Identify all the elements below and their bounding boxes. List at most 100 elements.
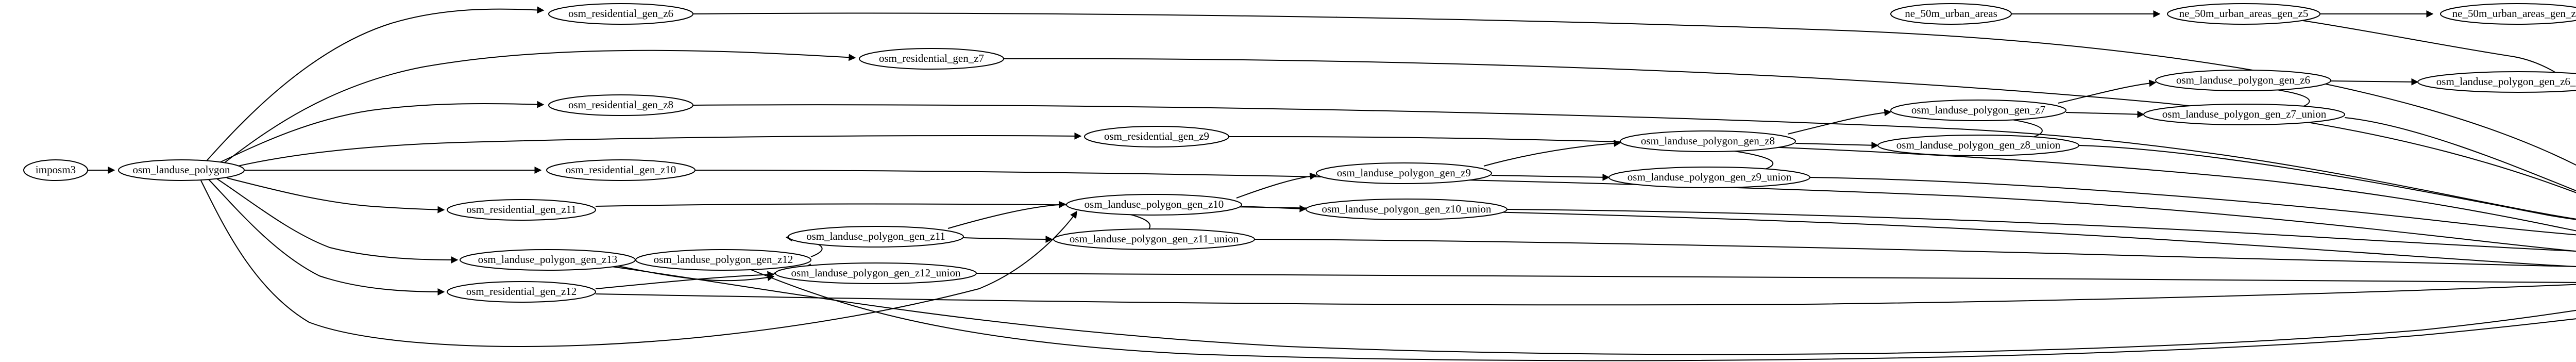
node-ellipse: [859, 48, 1004, 70]
edge-osm_landuse_polygon-to-osm_residential_gen_z9: [238, 132, 1082, 167]
node-label: osm_residential_gen_z7: [879, 52, 984, 64]
edge-osm_landuse_polygon_gen_z13-to-legend.z13: [607, 266, 2576, 355]
edge-osm_landuse_polygon_gen_z6-to-osm_landuse_polygon_gen_z6_union: [2330, 78, 2419, 86]
node-label: osm_residential_gen_z8: [568, 98, 673, 111]
node-ellipse: [548, 94, 693, 116]
node-osm_landuse_polygon_gen_z9_union[interactable]: osm_landuse_polygon_gen_z9_union: [1608, 167, 1810, 188]
node-label: osm_landuse_polygon_gen_z9_union: [1628, 171, 1792, 183]
node-ne_50m_urban_areas_gen_z5[interactable]: ne_50m_urban_areas_gen_z5: [2167, 3, 2320, 25]
node-label: osm_landuse_polygon_gen_z9: [1337, 167, 1471, 179]
node-ne_50m_urban_areas_gen_z4[interactable]: ne_50m_urban_areas_gen_z4: [2440, 3, 2576, 25]
node-ellipse: [1306, 199, 1507, 220]
node-osm_landuse_polygon_gen_z12_union[interactable]: osm_landuse_polygon_gen_z12_union: [775, 262, 977, 284]
node-ellipse: [1890, 100, 2066, 121]
node-label: osm_landuse_polygon_gen_z12: [654, 253, 793, 266]
node-ellipse: [1608, 167, 1810, 188]
edge-osm_landuse_polygon_gen_z9-to-osm_landuse_polygon_gen_z9_union: [1491, 173, 1610, 181]
edge-osm_residential_gen_z7-to-legend.z7: [1003, 58, 2576, 193]
edge-osm_landuse_polygon_gen_z10_union-to-legend.z10: [1506, 209, 2576, 252]
node-label: osm_landuse_polygon_gen_z13: [478, 253, 618, 266]
node-osm_residential_gen_z6[interactable]: osm_residential_gen_z6: [548, 3, 693, 25]
edge-osm_landuse_polygon_gen_z11-to-osm_landuse_polygon_gen_z11_union: [963, 235, 1053, 243]
edge-osm_landuse_polygon_gen_z8-to-osm_landuse_polygon_gen_z7: [1787, 109, 1892, 135]
node-osm_residential_gen_z11[interactable]: osm_residential_gen_z11: [447, 199, 596, 221]
edge-osm_residential_gen_z9-to-legend.z9: [1228, 136, 2576, 232]
node-ellipse: [1877, 135, 2079, 156]
node-label: osm_landuse_polygon_gen_z6: [2176, 74, 2310, 86]
edge-osm_landuse_polygon_gen_z8_union-to-legend.z8: [2078, 145, 2576, 220]
node-ellipse: [546, 159, 696, 181]
node-osm_residential_gen_z10[interactable]: osm_residential_gen_z10: [546, 159, 696, 181]
node-label: osm_landuse_polygon_gen_z10: [1084, 198, 1224, 210]
edge-osm_landuse_polygon-to-osm_landuse_polygon_gen_z10: [200, 180, 1077, 347]
edge-osm_residential_gen_z12-to-osm_landuse_polygon_gen_z12_union: [595, 271, 775, 289]
node-ellipse: [2417, 71, 2576, 93]
node-osm_residential_gen_z8[interactable]: osm_residential_gen_z8: [548, 94, 693, 116]
node-osm_landuse_polygon_gen_z6_union[interactable]: osm_landuse_polygon_gen_z6_union: [2417, 71, 2576, 93]
edge-osm_landuse_polygon_gen_z7-to-osm_landuse_polygon_gen_z6: [2058, 79, 2157, 104]
node-label: osm_residential_gen_z9: [1104, 130, 1209, 142]
node-osm_landuse_polygon_gen_z10[interactable]: osm_landuse_polygon_gen_z10: [1066, 194, 1242, 216]
edge-osm_landuse_polygon_gen_z8-to-osm_landuse_polygon_gen_z8_union: [1795, 141, 1879, 149]
node-ellipse: [1620, 130, 1796, 152]
node-label: osm_residential_gen_z6: [568, 7, 673, 20]
node-ellipse: [2167, 3, 2320, 25]
node-label: ne_50m_urban_areas: [1905, 7, 1997, 20]
edge-osm_landuse_polygon_gen_z12_union-to-legend.z12: [976, 272, 2576, 283]
node-osm_landuse_polygon_gen_z9[interactable]: osm_landuse_polygon_gen_z9: [1316, 162, 1492, 184]
edge-osm_landuse_polygon_gen_z10-to-osm_landuse_polygon_gen_z10_union: [1241, 205, 1307, 212]
edge-osm_landuse_polygon-to-osm_residential_gen_z6: [206, 6, 545, 162]
node-ellipse: [1053, 228, 1255, 250]
edge-osm_landuse_polygon-to-osm_residential_gen_z12: [208, 179, 445, 295]
node-osm_landuse_polygon_gen_z8[interactable]: osm_landuse_polygon_gen_z8: [1620, 130, 1796, 152]
node-osm_landuse_polygon_gen_z11[interactable]: osm_landuse_polygon_gen_z11: [788, 226, 964, 248]
edge-osm_residential_gen_z8-to-legend.z8: [692, 104, 2576, 220]
node-label: osm_residential_gen_z10: [566, 163, 676, 176]
edge-osm_residential_gen_z12-to-legend.z12: [595, 284, 2576, 306]
node-ellipse: [635, 249, 811, 271]
node-osm_landuse_polygon[interactable]: osm_landuse_polygon: [118, 159, 245, 181]
node-ellipse: [23, 159, 88, 181]
node-label: osm_landuse_polygon_gen_z7: [1911, 104, 2045, 116]
node-osm_landuse_polygon_gen_z12[interactable]: osm_landuse_polygon_gen_z12: [635, 249, 811, 271]
node-osm_residential_gen_z12[interactable]: osm_residential_gen_z12: [447, 281, 596, 303]
node-ellipse: [775, 262, 977, 284]
node-osm_landuse_polygon_gen_z6[interactable]: osm_landuse_polygon_gen_z6: [2155, 70, 2331, 91]
node-label: osm_landuse_polygon_gen_z6_union: [2436, 75, 2576, 88]
node-osm_landuse_polygon_gen_z7_union[interactable]: osm_landuse_polygon_gen_z7_union: [2143, 104, 2345, 125]
edge-osm_landuse_polygon-to-osm_residential_gen_z11: [226, 177, 445, 213]
node-label: osm_landuse_polygon_gen_z11_union: [1070, 233, 1239, 245]
edge-osm_landuse_polygon_gen_z10-to-osm_landuse_polygon_gen_z9: [1236, 172, 1317, 199]
node-label: osm_landuse_polygon_gen_z8: [1641, 135, 1775, 147]
node-osm_landuse_polygon_gen_z11_union[interactable]: osm_landuse_polygon_gen_z11_union: [1053, 228, 1255, 250]
node-label: ne_50m_urban_areas_gen_z5: [2179, 7, 2309, 20]
node-osm_landuse_polygon_gen_z10_union[interactable]: osm_landuse_polygon_gen_z10_union: [1306, 199, 1507, 220]
node-label: osm_landuse_polygon_gen_z10_union: [1322, 203, 1492, 215]
edge-osm_landuse_polygon-to-osm_landuse_polygon_gen_z13: [216, 178, 459, 264]
edge-osm_landuse_polygon_gen_z7-to-osm_landuse_polygon_gen_z7_union: [2065, 110, 2145, 118]
node-ellipse: [2155, 70, 2331, 91]
node-osm_residential_gen_z9[interactable]: osm_residential_gen_z9: [1084, 126, 1229, 147]
edges-layer: [88, 6, 2576, 361]
node-ellipse: [447, 199, 596, 221]
node-label: ne_50m_urban_areas_gen_z4: [2452, 7, 2576, 20]
edge-osm_landuse_polygon_gen_z9-to-osm_landuse_polygon_gen_z8: [1483, 139, 1621, 167]
node-label: osm_landuse_polygon_gen_z7_union: [2162, 108, 2327, 120]
node-osm_residential_gen_z7[interactable]: osm_residential_gen_z7: [859, 48, 1004, 70]
node-ellipse: [447, 281, 596, 303]
node-ellipse: [1316, 162, 1492, 184]
node-label: osm_landuse_polygon_gen_z12_union: [791, 267, 961, 279]
node-ne_50m_urban_areas[interactable]: ne_50m_urban_areas: [1890, 3, 2012, 25]
edge-ne_50m_urban_areas_gen_z5-to-legend.z5: [2302, 20, 2576, 87]
node-osm_landuse_polygon_gen_z13[interactable]: osm_landuse_polygon_gen_z13: [460, 249, 636, 271]
node-ellipse: [548, 3, 693, 25]
node-label: osm_landuse_polygon_gen_z8_union: [1896, 139, 2061, 151]
node-osm_landuse_polygon_gen_z7[interactable]: osm_landuse_polygon_gen_z7: [1890, 100, 2066, 121]
node-label: osm_residential_gen_z11: [466, 203, 577, 216]
node-osm_landuse_polygon_gen_z8_union[interactable]: osm_landuse_polygon_gen_z8_union: [1877, 135, 2079, 156]
node-ellipse: [788, 226, 964, 248]
node-ellipse: [1066, 194, 1242, 216]
node-imposm3[interactable]: imposm3: [23, 159, 88, 181]
